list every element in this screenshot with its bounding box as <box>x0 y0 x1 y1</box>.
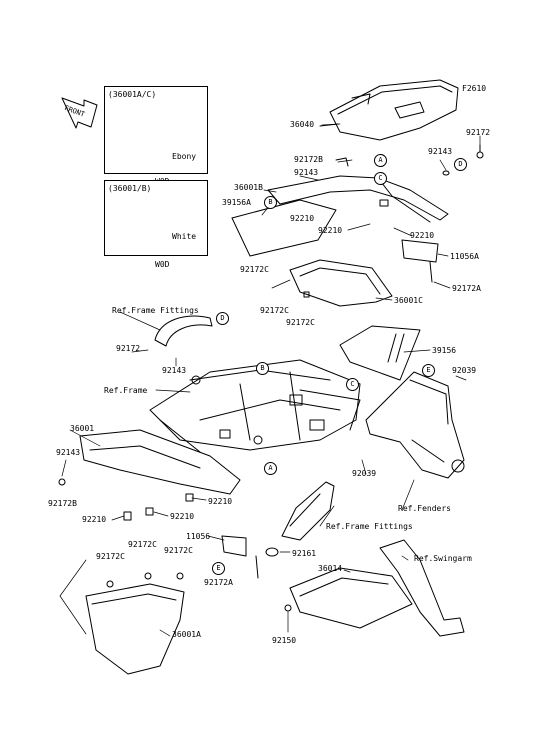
part-label-92210-c: 92210 <box>410 231 435 240</box>
part-label-92143-top-mid: 92143 <box>294 168 319 177</box>
part-label-92172A-a: 92172A <box>452 284 481 293</box>
part-label-92172A-b: 92172A <box>204 578 233 587</box>
inset-spec-white: W0D <box>155 260 170 269</box>
part-36040-drawing <box>319 79 459 141</box>
fastener-top-right <box>442 144 484 176</box>
circled-ref-a-top: A <box>374 154 387 167</box>
circled-ref-e-bottom: E <box>212 562 225 575</box>
inset-box-white <box>104 180 208 256</box>
inset-code-white: (36001/B) <box>108 184 152 193</box>
frame-fitting-top-drawing <box>154 315 213 347</box>
part-label-92143-top-right: 92143 <box>428 147 453 156</box>
part-label-92172C-b: 92172C <box>260 306 289 315</box>
part-label-11056A: 11056A <box>450 252 479 261</box>
part-label-36014: 36014 <box>318 564 343 573</box>
fender-tail-drawing <box>365 371 465 479</box>
swingarm-drawing <box>379 539 465 637</box>
part-label-92172B-top: 92172B <box>294 155 323 164</box>
part-label-36001: 36001 <box>70 424 95 433</box>
circled-ref-b-mid: B <box>256 362 269 375</box>
part-39156A-drawing <box>231 199 337 257</box>
circled-ref-c-top: C <box>374 172 387 185</box>
part-label-39156A: 39156A <box>222 198 251 207</box>
part-label-11056: 11056 <box>186 532 211 541</box>
ref-frame-fittings-top: Ref.Frame Fittings <box>112 306 199 315</box>
part-label-36040: 36040 <box>290 120 315 129</box>
part-11056A-drawing <box>401 239 439 283</box>
part-36001C-drawing <box>289 259 393 307</box>
figure-code: F2610 <box>462 84 487 93</box>
part-label-92150: 92150 <box>272 636 297 645</box>
part-label-92143-left: 92143 <box>56 448 81 457</box>
circled-ref-a-mid: A <box>264 462 277 475</box>
part-11056-drawing <box>221 535 259 579</box>
chain-guard-drawing <box>265 481 335 557</box>
part-label-92210-e: 92210 <box>82 515 107 524</box>
part-label-92143-mid: 92143 <box>162 366 187 375</box>
part-label-92210-f: 92210 <box>170 512 195 521</box>
part-36001-drawing <box>58 429 241 521</box>
part-36001A-drawing <box>85 572 185 675</box>
inset-code-ebony: (36001A/C) <box>108 90 157 99</box>
ref-swingarm: Ref.Swingarm <box>414 554 472 563</box>
part-label-92172C-d: 92172C <box>96 552 125 561</box>
circled-ref-e-mid: E <box>422 364 435 377</box>
part-label-92172-mid: 92172 <box>116 344 141 353</box>
part-label-36001C: 36001C <box>394 296 423 305</box>
circled-ref-d-mid: D <box>216 312 229 325</box>
part-label-92039-a: 92039 <box>452 366 477 375</box>
ref-frame-fittings-bottom: Ref.Frame Fittings <box>326 522 413 531</box>
part-label-92172C-c: 92172C <box>286 318 315 327</box>
part-label-92172B-left: 92172B <box>48 499 77 508</box>
part-label-36001B: 36001B <box>234 183 263 192</box>
inset-box-ebony <box>104 86 208 174</box>
ref-frame: Ref.Frame <box>104 386 148 395</box>
leader-lines <box>59 123 481 637</box>
part-label-92210-d: 92210 <box>208 497 233 506</box>
part-label-92172C-a: 92172C <box>240 265 269 274</box>
front-arrow-icon <box>61 97 98 129</box>
circled-ref-c-mid: C <box>346 378 359 391</box>
part-36014-drawing <box>284 567 413 629</box>
ref-fenders: Ref.Fenders <box>398 504 451 513</box>
part-label-92210-a: 92210 <box>290 214 315 223</box>
part-label-92210-b: 92210 <box>318 226 343 235</box>
part-label-92172-top: 92172 <box>466 128 491 137</box>
part-label-39156: 39156 <box>432 346 457 355</box>
inset-color-white: White <box>172 232 197 241</box>
part-label-92172C-e: 92172C <box>128 540 157 549</box>
main-frame-drawing <box>149 359 361 453</box>
part-39156-drawing <box>339 325 421 381</box>
inset-color-ebony: Ebony <box>172 152 197 161</box>
part-label-92172C-f: 92172C <box>164 546 193 555</box>
part-label-92039-b: 92039 <box>352 469 377 478</box>
part-label-36001A: 36001A <box>172 630 201 639</box>
circled-ref-d-top: D <box>454 158 467 171</box>
circled-ref-b-top: B <box>264 196 277 209</box>
part-label-92161: 92161 <box>292 549 317 558</box>
